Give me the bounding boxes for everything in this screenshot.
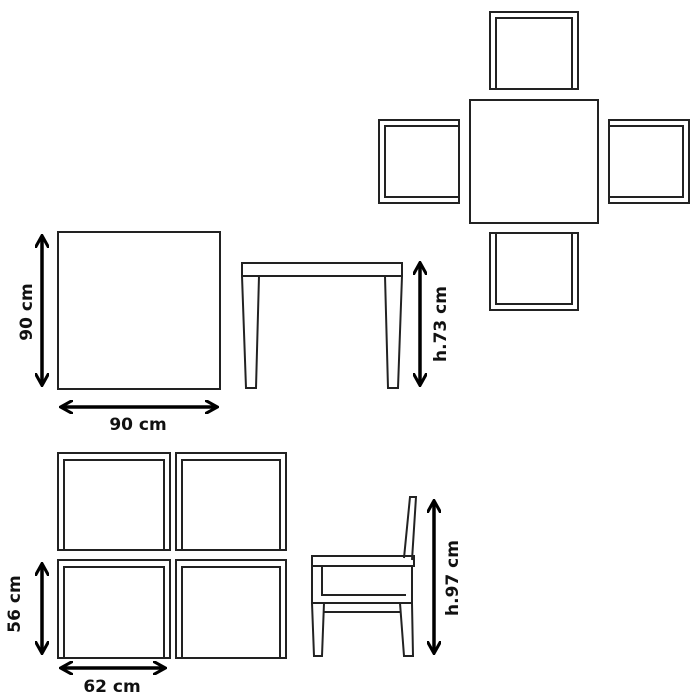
chair-armrest bbox=[311, 555, 415, 567]
chair-width-label: 62 cm bbox=[83, 677, 140, 697]
table-height-label: h.73 cm bbox=[431, 286, 451, 362]
plan-chair-bottom bbox=[489, 232, 579, 311]
table-side-right-leg bbox=[384, 275, 403, 389]
chair-backrest bbox=[403, 496, 418, 561]
chairs-top-view bbox=[57, 452, 287, 659]
chair-top-view-1 bbox=[57, 452, 171, 551]
table-top-outline bbox=[57, 231, 221, 390]
table-side-view bbox=[241, 262, 403, 389]
plan-chair-top bbox=[489, 11, 579, 90]
table-top-view: 90 cm 90 cm bbox=[17, 231, 221, 435]
chair-depth-label: 56 cm bbox=[5, 575, 25, 632]
chair-top-view-3 bbox=[57, 559, 171, 659]
set-plan-view bbox=[378, 11, 690, 311]
plan-chair-left bbox=[378, 119, 460, 204]
chair-back-leg bbox=[399, 602, 415, 657]
table-width-label: 90 cm bbox=[109, 415, 166, 435]
plan-table-top bbox=[469, 99, 599, 224]
table-depth-label: 90 cm bbox=[17, 283, 37, 340]
chair-top-view-2 bbox=[175, 452, 287, 551]
chair-height-label: h.97 cm bbox=[443, 540, 463, 616]
chair-side-view bbox=[311, 496, 418, 657]
table-side-top bbox=[241, 262, 403, 277]
plan-chair-right bbox=[608, 119, 690, 204]
chair-seat-body bbox=[311, 566, 413, 604]
chair-front-leg bbox=[311, 602, 325, 657]
table-side-left-leg bbox=[241, 275, 260, 389]
chair-top-view-4 bbox=[175, 559, 287, 659]
